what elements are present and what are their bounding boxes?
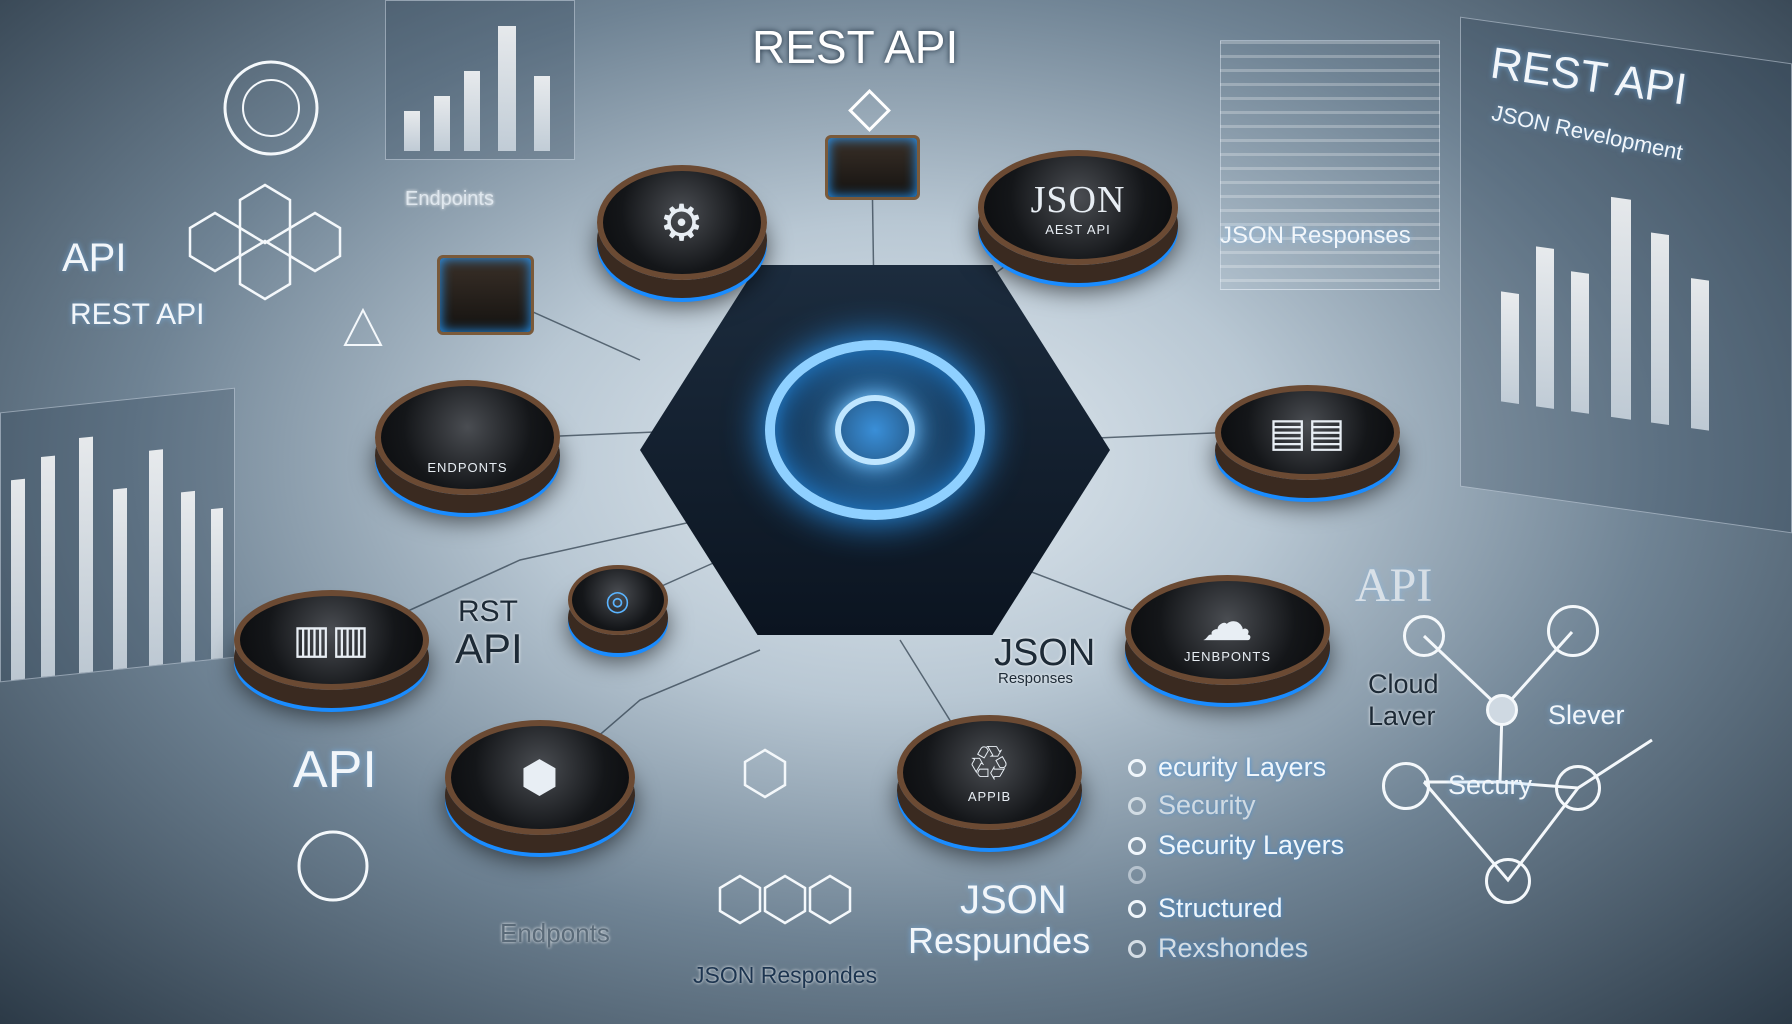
slever: Slever [1548,700,1625,730]
feature-text: Security [1158,790,1256,820]
puck-endpoints-label: ENDPONTS [427,460,508,475]
chart-bar [464,71,480,151]
feature-list-item: Structured [1128,893,1283,924]
node-json[interactable]: JSON AEST API [978,150,1178,265]
network-graph [1422,630,1653,883]
left-rest-api: REST API [70,298,205,331]
target-icon-ring [242,79,300,137]
bullet-icon [1128,899,1146,918]
secury: Secury [1448,770,1533,800]
cube-left[interactable] [437,255,534,335]
graph-node [1547,605,1599,657]
chart-bar [498,26,516,151]
json-mid: JSON [994,632,1096,674]
puck-json-label: JSON [1030,179,1126,221]
cube-top[interactable] [825,135,920,200]
target-icon [223,60,319,156]
feature-text: ecurity Layers [1158,752,1327,782]
node-endpoints[interactable]: ENDPONTS [375,380,560,495]
diamond-icon: ◇ [848,74,892,137]
bullet-icon [1128,866,1146,884]
node-storage[interactable]: ▥▥ [234,590,429,690]
left-api: API [62,236,127,280]
puck-cloud-label: JENBPONTS [1183,648,1271,664]
bullet-icon [1128,758,1146,777]
chart-bar [434,96,450,151]
responses-mid: Responses [998,670,1074,687]
graph-node [1485,858,1531,904]
feature-list-item [1128,866,1158,884]
headline: REST API [752,21,959,73]
bolt-icon: ⬢ [520,753,560,802]
node-cloud[interactable]: ☁ JENBPONTS [1125,575,1330,685]
feature-list-item: Security Layers [1128,830,1344,861]
feature-list-item: ecurity Layers [1128,752,1326,783]
code-panel [1220,40,1440,290]
storage-icon: ▥▥ [292,618,371,662]
node-recycle[interactable]: ♲ APPIB [897,715,1082,830]
cloud-laver: Cloud Laver [1368,669,1439,731]
json-responses-right: JSON Responses [1220,222,1411,249]
puck-aest-label: AEST API [1045,222,1111,237]
graph-node [1382,762,1430,810]
endpoints-panel-label: Endpoints [405,188,494,210]
recycle-icon: ♲ [967,738,1012,791]
feature-text: Rexshondes [1158,933,1309,963]
endponts-label: Endponts [500,918,610,948]
graph-node [1555,765,1601,811]
feature-list-item: Rexshondes [1128,933,1308,964]
hub-inner-ring [835,395,915,465]
gear-icon: ⚙ [659,194,705,251]
graph-node [1486,694,1518,726]
chart-bar [534,76,550,151]
puck-appib-label: APPIB [967,789,1012,804]
node-servers[interactable]: ▤▤ [1215,385,1400,480]
rst-api-label: API [455,625,523,672]
big-api: API [293,741,377,799]
bullet-icon [1128,836,1146,855]
cloud-icon: ☁ [1201,593,1254,652]
graph-node [1403,615,1445,657]
node-gear[interactable]: ⚙ [597,165,767,280]
feature-text: Security Layers [1158,830,1345,860]
node-small[interactable]: ◎ [568,565,668,635]
feature-text: Structured [1158,893,1283,923]
node-bolt[interactable]: ⬢ [445,720,635,835]
feature-list-item: Security [1128,790,1256,821]
bullet-icon [1128,939,1146,958]
warning-icon [343,307,383,346]
top-left-chart-panel [385,0,575,160]
rst-label: RST [458,595,518,628]
right-api: API [1355,559,1433,612]
shield-icon [297,830,369,902]
server-icon: ▤▤ [1268,410,1347,455]
ring-icon: ◎ [605,584,631,616]
hexagon-cluster [188,183,852,925]
respundes-bottom: Respundes [908,920,1091,961]
json-bottom: JSON [960,878,1067,922]
bullet-icon [1128,796,1146,815]
chart-bar [404,111,420,151]
json-respondes-bottom: JSON Respondes [693,962,878,988]
